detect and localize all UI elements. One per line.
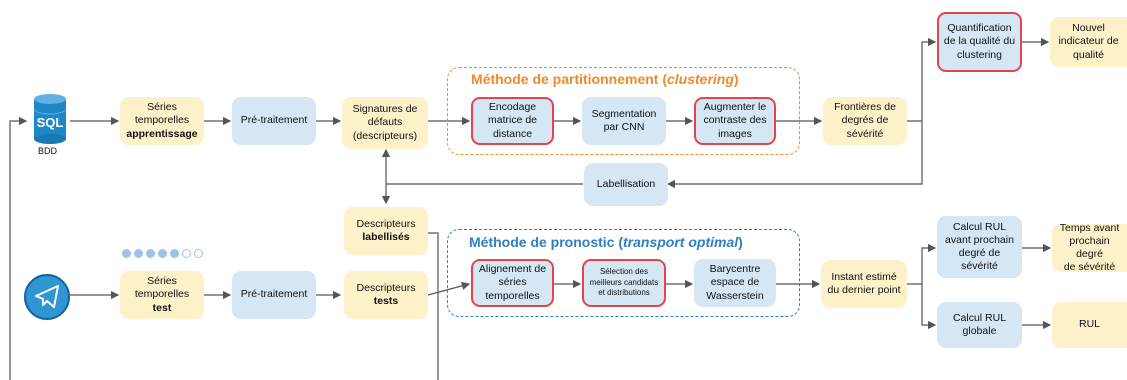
dot-empty (182, 249, 191, 258)
dot-filled (134, 249, 143, 258)
pronostic-group-title: Méthode de pronostic (transport optimal) (469, 234, 743, 250)
labellisation-node: Labellisation (584, 163, 668, 206)
clustering-group (447, 67, 800, 155)
arrow-descripteurs-to-alignement (427, 281, 471, 296)
svg-text:SQL: SQL (37, 115, 64, 130)
dot-filled (170, 249, 179, 258)
db-label: BDD (38, 146, 58, 156)
pronostic-group (447, 229, 800, 317)
arrow-frontieres-to-quantification (907, 37, 937, 122)
telegram-icon (24, 274, 70, 320)
database-icon: SQL (33, 94, 67, 144)
dot-empty (194, 249, 203, 258)
arrow-instant-to-rul-globale (921, 284, 937, 330)
clustering-group-title: Méthode de partitionnement (clustering) (471, 71, 739, 87)
dot-filled (122, 249, 131, 258)
preproc-test-node: Pré-traitement (232, 271, 316, 319)
dot-filled (146, 249, 155, 258)
arrow-descripteurs-lab-down (428, 232, 439, 380)
rul-node: RUL (1052, 302, 1127, 348)
preproc-train-node: Pré-traitement (232, 97, 316, 145)
arrow-frontieres-to-labellisation (666, 121, 923, 189)
left-feedback-line (9, 116, 28, 380)
dot-filled (158, 249, 167, 258)
progress-dots (122, 249, 203, 258)
arrow-instant-to-rul-prochain (907, 243, 937, 285)
